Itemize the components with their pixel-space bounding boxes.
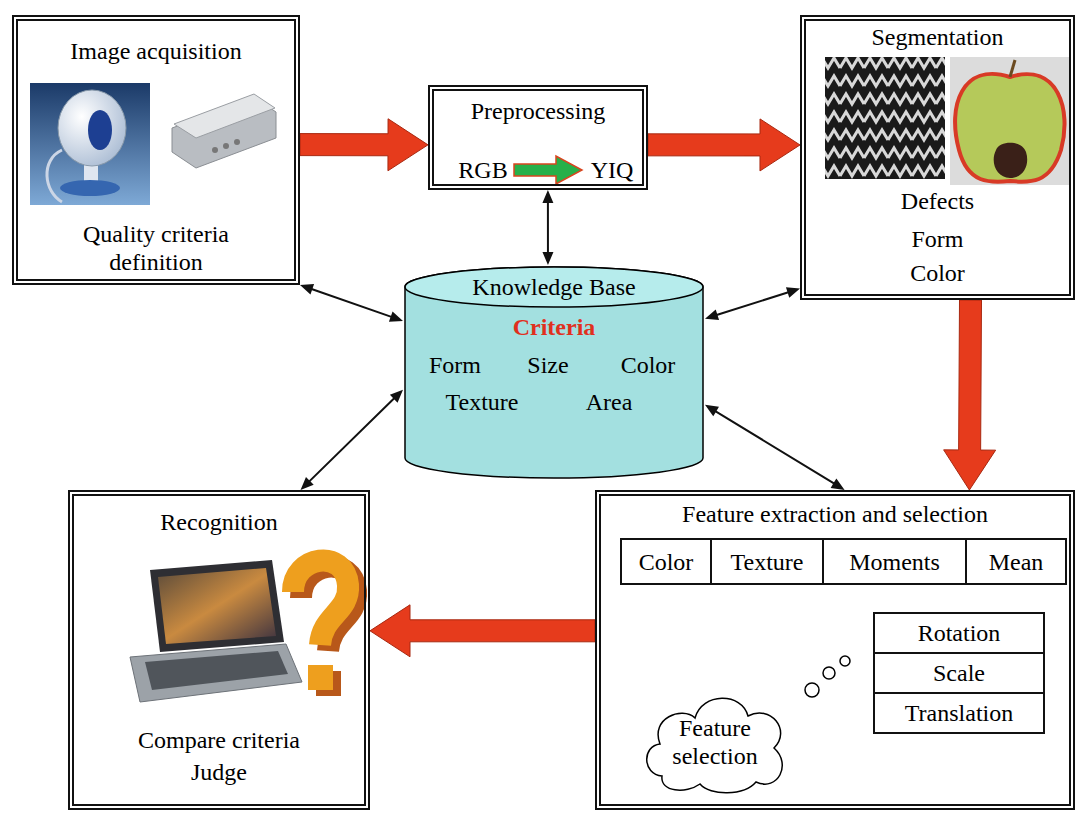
laptop-icon xyxy=(130,560,302,702)
scanner-icon xyxy=(212,147,218,153)
thought-bubbles xyxy=(805,683,819,697)
question-mark-icon xyxy=(293,561,348,645)
flow-arrow xyxy=(370,605,595,657)
flow-arrow xyxy=(648,119,800,171)
webcam-icon xyxy=(30,83,150,205)
webcam-icon xyxy=(30,83,150,205)
table-cell: Rotation xyxy=(873,612,1045,654)
link-arrow xyxy=(705,287,800,320)
node-text: Defects xyxy=(901,187,974,215)
process-box: SegmentationDefectsFormColor xyxy=(800,15,1075,300)
scanner-icon xyxy=(234,139,240,145)
node-title: Color xyxy=(639,548,694,576)
node-text: RGB xyxy=(458,156,507,184)
node-text: Quality criteria definition xyxy=(56,220,256,276)
thought-bubbles xyxy=(840,656,850,666)
node-title: Scale xyxy=(933,659,985,687)
node-title: Segmentation xyxy=(872,23,1004,51)
node-title: Texture xyxy=(731,548,804,576)
node-title: Mean xyxy=(989,548,1044,576)
node-text: YIQ xyxy=(591,156,634,184)
link-arrow xyxy=(542,190,553,265)
apple-image xyxy=(955,74,1064,182)
node-text: Judge xyxy=(191,758,247,786)
flow-arrow xyxy=(944,300,996,490)
node-text: Size xyxy=(527,351,568,379)
preprocessing-arrow xyxy=(514,156,582,184)
link-arrow xyxy=(301,390,403,490)
scanner-icon xyxy=(174,94,275,138)
table-cell: Translation xyxy=(873,692,1045,734)
database-cylinder: Knowledge BaseCriteriaForm Size ColorTextu… xyxy=(403,265,705,480)
thought-cloud: Feature selection xyxy=(640,688,790,796)
webcam-icon xyxy=(58,90,126,166)
table-cell: Texture xyxy=(710,538,824,585)
texture-image xyxy=(825,57,945,179)
node-text: Color xyxy=(910,259,965,287)
flow-arrow xyxy=(300,119,428,171)
scanner-icon xyxy=(172,94,276,168)
thought-bubbles xyxy=(823,667,835,679)
node-text: Color xyxy=(621,351,676,379)
link-arrow xyxy=(300,284,403,322)
apple-image xyxy=(950,57,1070,185)
node-title: Translation xyxy=(905,699,1013,727)
process-box: Image acquisitionQuality criteria defini… xyxy=(12,15,300,285)
apple-image xyxy=(1010,60,1015,77)
link-arrow xyxy=(705,405,845,490)
laptop-icon xyxy=(145,651,288,690)
process-box: PreprocessingRGB YIQ xyxy=(428,85,648,190)
webcam-icon xyxy=(60,180,120,196)
node-title: Moments xyxy=(849,548,940,576)
node-title: Recognition xyxy=(160,508,277,536)
process-box: RecognitionCompare criteriaJudge xyxy=(68,490,370,810)
node-title: Image acquisition xyxy=(70,37,241,65)
table-cell: Mean xyxy=(965,538,1067,585)
node-text: Form xyxy=(429,351,481,379)
texture-image xyxy=(825,57,945,179)
node-title: Feature selection xyxy=(655,714,775,770)
node-text: Texture xyxy=(446,388,519,416)
scanner-icon xyxy=(223,143,229,149)
node-text: Criteria xyxy=(513,313,596,341)
texture-image xyxy=(825,57,945,179)
table-cell: Scale xyxy=(873,652,1045,694)
node-title: Preprocessing xyxy=(471,97,606,125)
node-text: Form xyxy=(911,225,963,253)
table-cell: Color xyxy=(620,538,712,585)
question-mark-icon xyxy=(308,665,333,690)
thought-bubbles xyxy=(805,656,850,697)
cylinder-body xyxy=(405,267,703,478)
webcam-icon xyxy=(88,110,112,150)
webcam-icon xyxy=(47,150,62,202)
node-title: Knowledge Base xyxy=(472,273,635,301)
preprocessing-arrow xyxy=(514,156,582,184)
laptop-icon xyxy=(130,644,302,702)
node-title: Feature extraction and selection xyxy=(682,500,988,528)
laptop-icon xyxy=(150,560,284,652)
laptop-icon xyxy=(158,568,276,644)
question-mark-icon xyxy=(293,561,356,696)
table-cell: Moments xyxy=(822,538,967,585)
node-text: Area xyxy=(586,388,633,416)
cloud-outline xyxy=(640,688,790,796)
apple-image xyxy=(950,57,1070,185)
node-title: Rotation xyxy=(918,619,1001,647)
process-box: Feature extraction and selectionColor Tex… xyxy=(595,490,1075,810)
apple-image xyxy=(994,143,1028,178)
node-text: Compare criteria xyxy=(138,726,300,754)
cylinder-top xyxy=(405,267,703,307)
cloud-shape xyxy=(647,698,782,793)
